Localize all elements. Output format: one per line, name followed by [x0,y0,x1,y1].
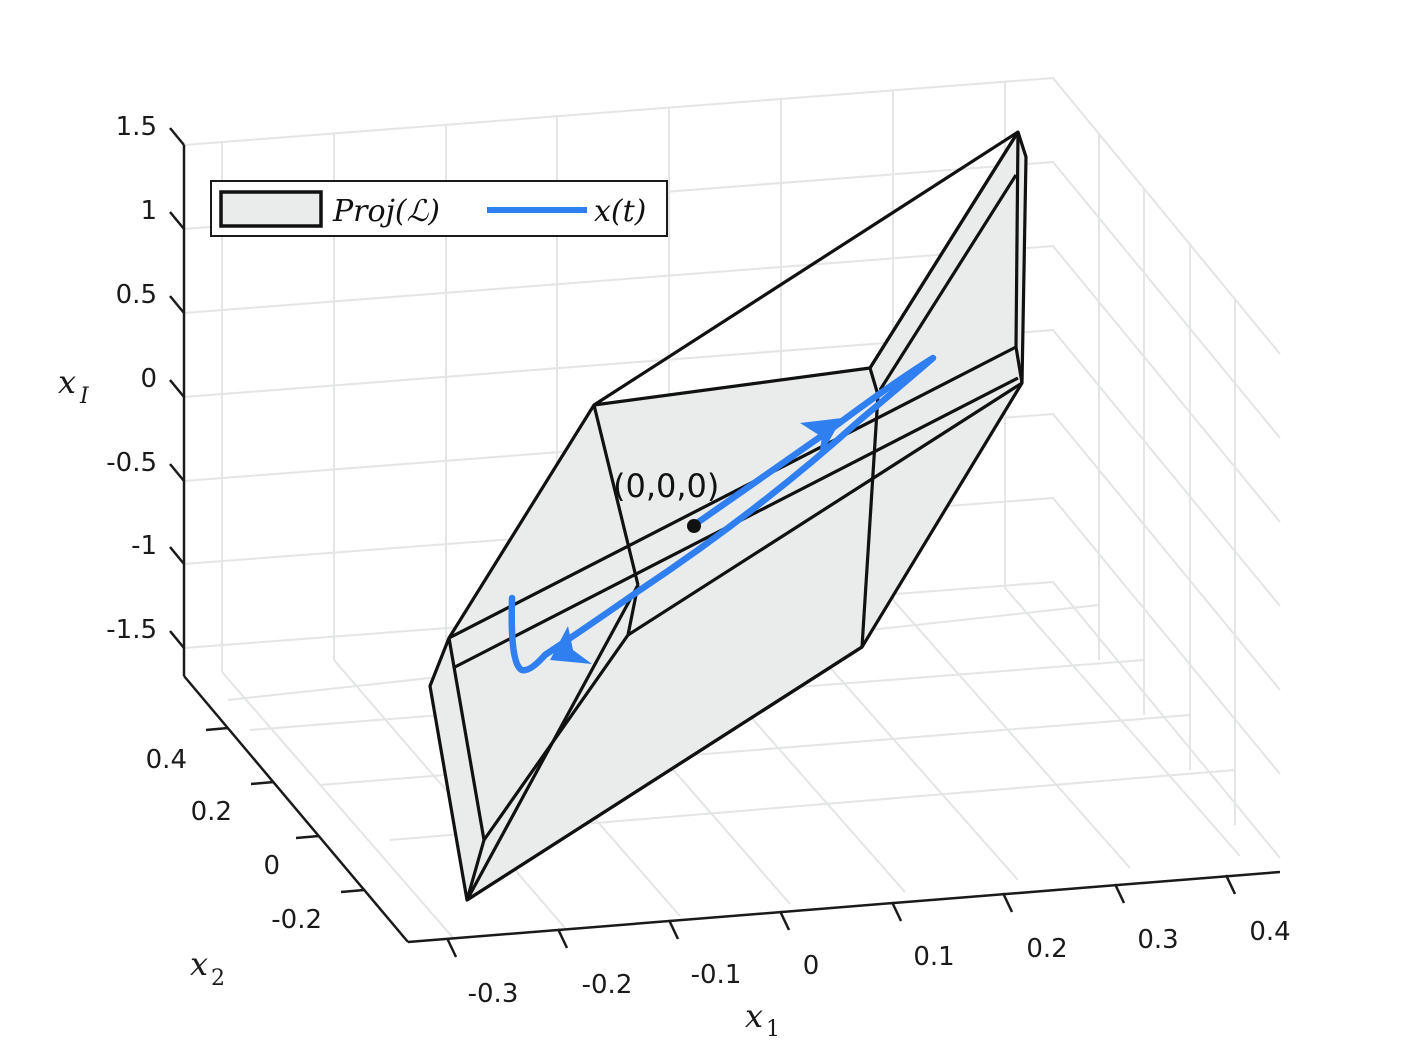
z-tick-labels: 1.5 1 0.5 0 -0.5 -1 -1.5 [106,112,157,645]
y-tick-label: 0 [263,851,280,881]
x-tick-label: 0.1 [913,942,954,972]
trajectory-x-t [508,354,937,674]
x-tick-label: 0.4 [1249,917,1290,947]
y-tick-labels: 0.4 0.2 0 -0.2 [146,745,322,935]
x-tick-label: -0.2 [582,970,633,1000]
x-tick-label: 0.2 [1026,934,1067,964]
svg-text:x: x [58,363,76,401]
x-tick-label: -0.3 [468,979,519,1009]
legend: Proj(ℒ) x(t) [210,180,668,237]
legend-patch-swatch [219,190,323,228]
legend-line-label: x(t) [594,194,646,229]
z-axis-label: x I [58,363,90,409]
z-tick-label: 0.5 [116,280,157,310]
svg-text:2: 2 [211,966,225,991]
x-axis-line [407,870,1281,944]
z-tick-label: 1.5 [116,112,157,142]
z-tick-label: 1 [140,196,157,226]
z-tick-label: -1.5 [106,615,157,645]
arrow-down-left-icon [550,626,592,664]
x-axis-label: x 1 [745,997,780,1042]
y-axis-label: x 2 [190,945,225,991]
svg-text:x: x [190,945,208,983]
svg-text:I: I [79,384,90,409]
arrow-up-icon [800,418,842,461]
x-tick-label: 0.3 [1137,925,1178,955]
origin-annotation: (0,0,0) [613,467,719,505]
polytope-proj-L [428,130,1028,902]
z-tick-label: -1 [131,531,157,561]
legend-patch-label: Proj(ℒ) [332,194,440,229]
z-tick-label: 0 [140,364,157,394]
y-tick-label: -0.2 [271,905,322,935]
y-tick-label: 0.4 [146,745,187,775]
y-tick-label: 0.2 [191,797,232,827]
x-tick-labels: -0.3 -0.2 -0.1 0 0.1 0.2 0.3 0.4 [468,917,1291,1009]
z-tick-label: -0.5 [106,448,157,478]
origin-point [687,519,701,533]
x-tick-label: 0 [803,951,820,981]
svg-text:1: 1 [766,1017,780,1042]
svg-text:x: x [745,997,763,1035]
axes [169,127,1281,958]
y-axis-line [183,675,409,943]
x-tick-label: -0.1 [691,960,742,990]
